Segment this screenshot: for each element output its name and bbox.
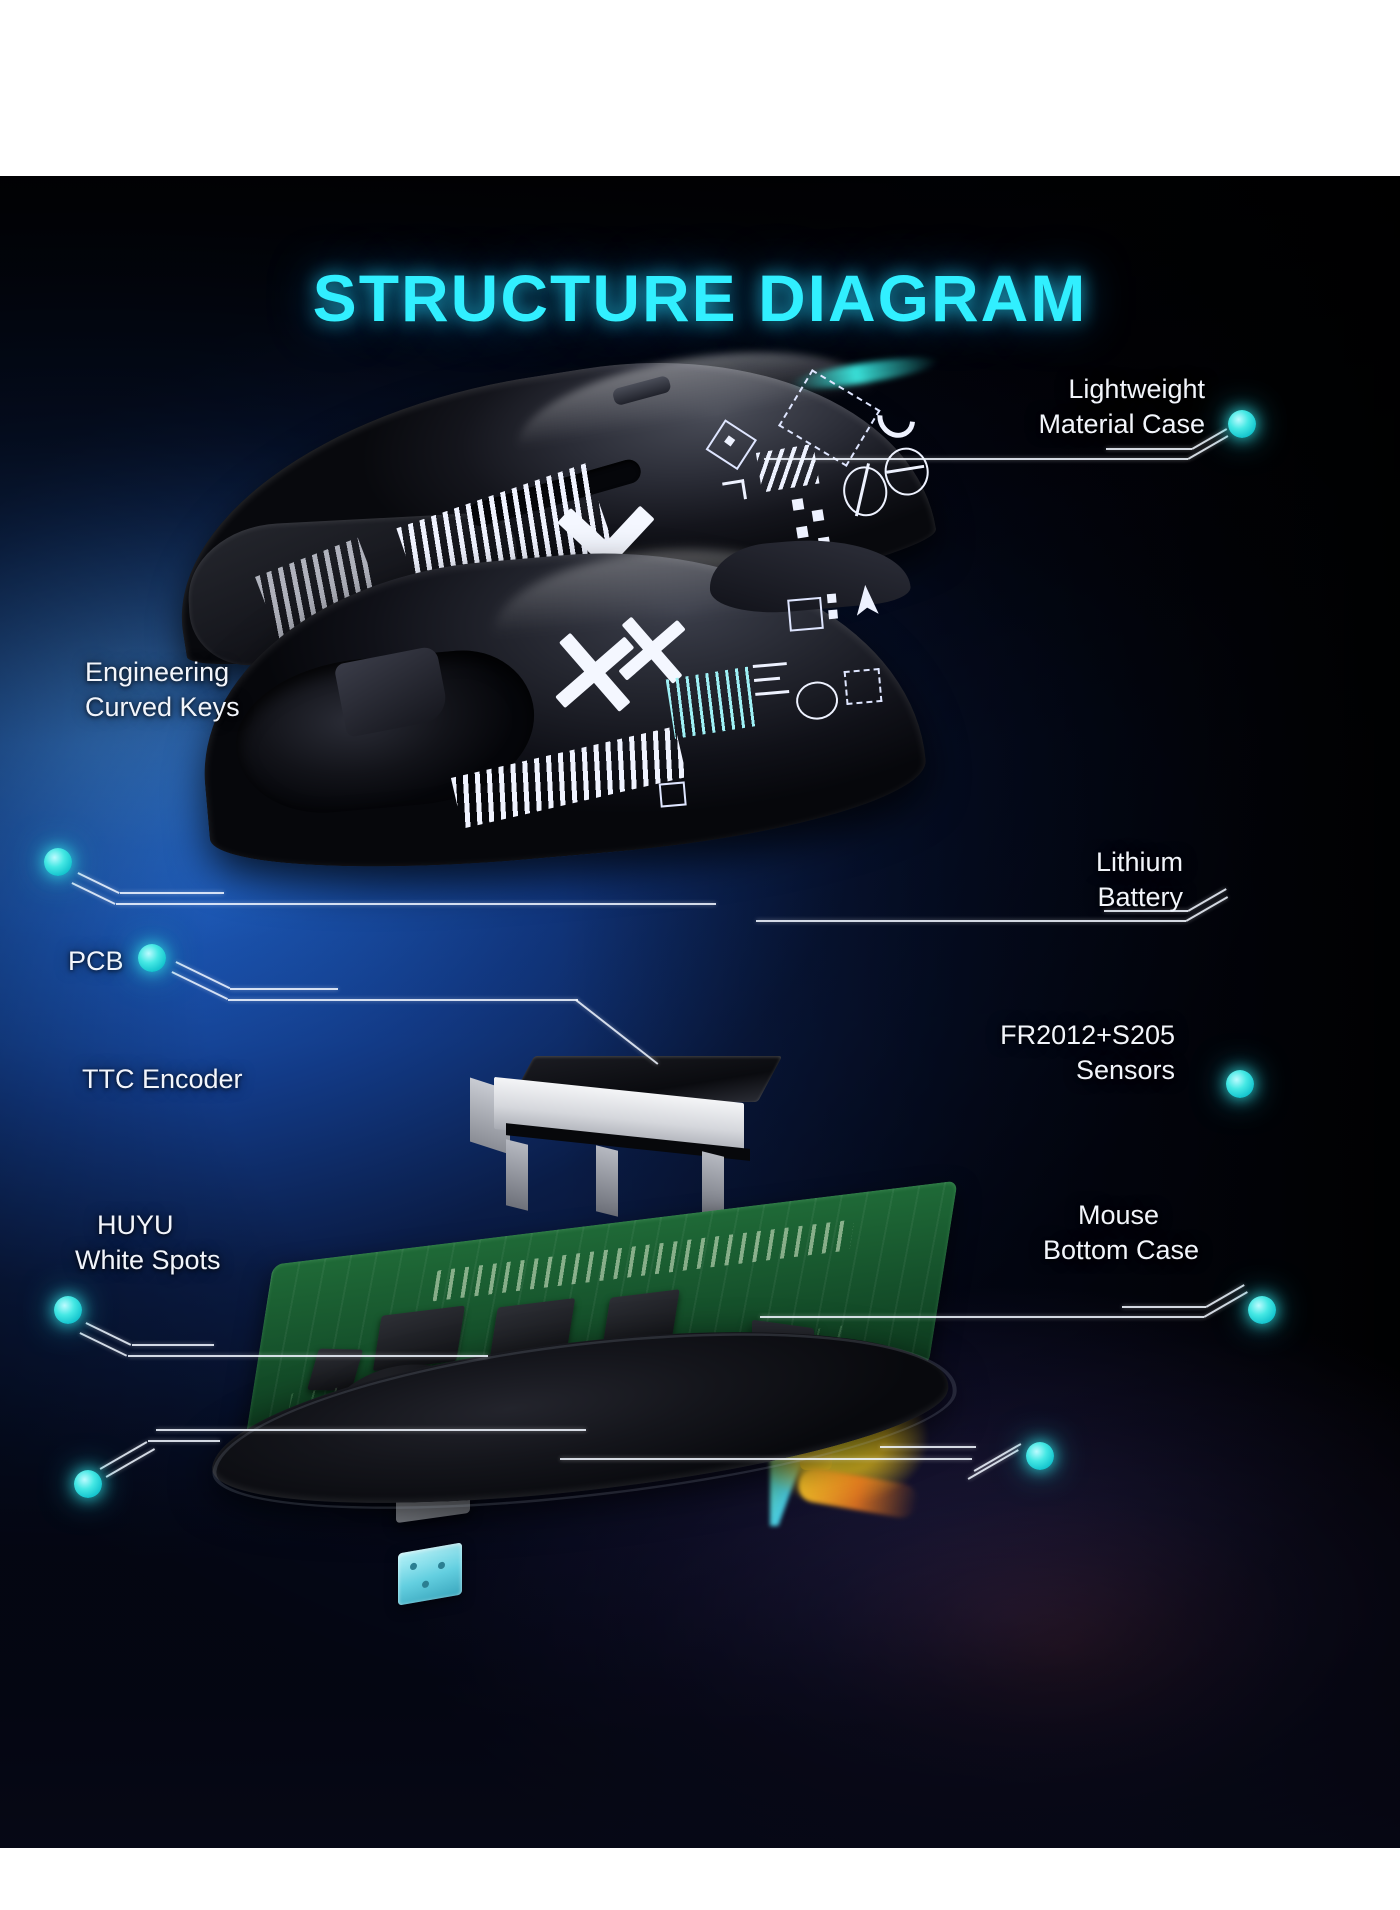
callout-leader-lightweight-c	[1106, 448, 1192, 450]
callout-leader-fr2012-c	[1122, 1306, 1206, 1308]
callout-line-1: Mouse	[1078, 1200, 1160, 1230]
callout-label-engineering-curved-keys: Engineering Curved Keys	[85, 655, 385, 724]
callout-label-lithium-battery: Lithium Battery	[903, 845, 1183, 914]
callout-dot-ttc-encoder[interactable]	[54, 1296, 82, 1324]
callout-line-1: Lightweight	[1068, 374, 1205, 404]
body-graffiti-dashbox-2	[843, 667, 883, 706]
callout-dot-pcb[interactable]	[138, 944, 166, 972]
callout-label-lightweight-material-case: Lightweight Material Case	[905, 372, 1205, 441]
callout-leader-huyu-d	[156, 1429, 586, 1431]
white-margin-top	[0, 0, 1400, 176]
callout-line-1: FR2012+S205	[1000, 1020, 1175, 1050]
callout-leader-bottomcase-b	[880, 1446, 976, 1448]
callout-leader-pcb-b	[230, 988, 338, 990]
battery-leg-mid	[596, 1145, 618, 1217]
callout-leader-ttc-d	[128, 1355, 488, 1357]
page-title: STRUCTURE DIAGRAM	[312, 261, 1088, 335]
white-margin-bottom	[0, 1848, 1400, 1910]
callout-leader-huyu-b	[148, 1440, 220, 1442]
graffiti-dot-b	[811, 509, 825, 522]
callout-line-1: HUYU	[97, 1210, 174, 1240]
bottom-case-rim	[203, 1302, 970, 1538]
callout-line-1: TTC Encoder	[82, 1064, 243, 1094]
callout-label-huyu-white-spots: HUYU White Spots	[75, 1208, 375, 1277]
callout-line-2: White Spots	[75, 1244, 221, 1275]
callout-label-mouse-bottom-case: Mouse Bottom Case	[1043, 1198, 1378, 1267]
callout-line-2: Sensors	[1075, 1054, 1175, 1085]
callout-leader-engineering-d	[116, 903, 716, 905]
callout-leader-lightweight-a	[764, 458, 1188, 460]
callout-dot-lithium-battery[interactable]	[1226, 1070, 1254, 1098]
callout-line-2: Bottom Case	[1043, 1234, 1200, 1265]
callout-dot-lightweight-material-case[interactable]	[1228, 410, 1256, 438]
callout-line-1: Engineering	[85, 657, 230, 687]
callout-label-fr2012-s205-sensors: FR2012+S205 Sensors	[875, 1018, 1175, 1087]
body-graffiti-dot-1	[826, 593, 837, 604]
body-graffiti-box	[787, 596, 824, 632]
lithium-battery-part	[470, 1056, 783, 1223]
callout-line-2: Battery	[1097, 881, 1183, 912]
callout-label-ttc-encoder: TTC Encoder	[82, 1062, 382, 1097]
body-graffiti-reticle	[658, 781, 687, 808]
callout-dot-fr2012-s205-sensors[interactable]	[1248, 1296, 1276, 1324]
callout-leader-engineering-b	[120, 892, 224, 894]
callout-line-2: Material Case	[1038, 408, 1205, 439]
graffiti-dot-a	[791, 498, 805, 511]
callout-dot-huyu-white-spots[interactable]	[74, 1470, 102, 1498]
callout-dot-engineering-curved-keys[interactable]	[44, 848, 72, 876]
callout-line-1: PCB	[68, 946, 124, 976]
product-poster-image: STRUCTURE DIAGRAM Lightweight Material C…	[0, 176, 1400, 1848]
battery-leg-left	[506, 1139, 528, 1211]
callout-leader-fr2012-a	[760, 1316, 1204, 1318]
callout-leader-bottomcase-d	[560, 1458, 972, 1460]
callout-line-1: Lithium	[1095, 847, 1183, 877]
callout-leader-ttc-b	[132, 1344, 214, 1346]
callout-dot-mouse-bottom-case[interactable]	[1026, 1442, 1054, 1470]
callout-label-pcb: PCB	[68, 944, 218, 979]
callout-line-2: Curved Keys	[85, 691, 240, 722]
body-graffiti-dot-2	[828, 609, 838, 620]
callout-leader-lithium-c	[1104, 910, 1188, 912]
callout-leader-lithium-a	[756, 920, 1186, 922]
callout-leader-pcb-d	[228, 999, 578, 1001]
